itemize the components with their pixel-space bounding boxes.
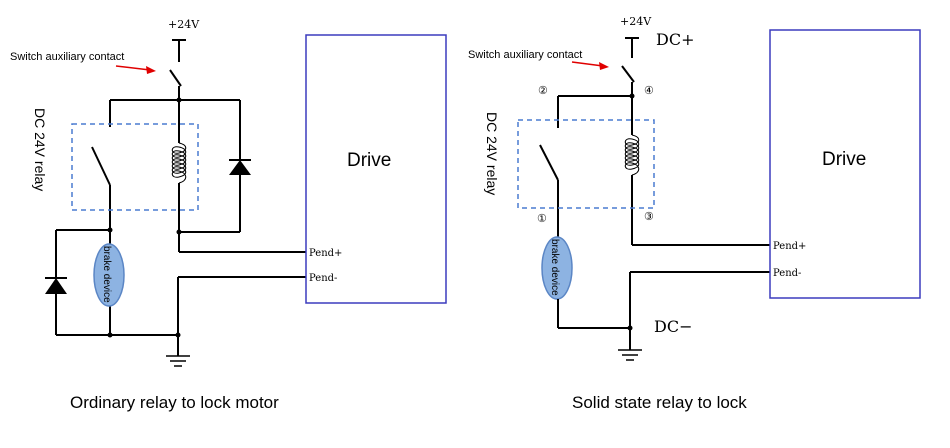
left-diagram: +24V Switch auxiliary contact DC 24V rel… [10,18,447,412]
right-pend-plus-label: Pend+ [773,241,806,252]
left-coil [171,142,187,184]
right-pin2: ② [538,84,548,97]
right-switch-blade [621,65,635,83]
right-drive-box [769,29,921,299]
left-supply-label: +24V [168,18,200,31]
left-switch-blade [169,69,182,87]
right-pin4: ④ [644,84,654,97]
left-relay-label: DC 24V relay [32,108,48,191]
left-pend-minus-label: Pend- [309,273,337,284]
left-relay-box [71,123,199,211]
left-arrow-head [146,66,156,74]
left-drive-label: Drive [347,150,391,171]
right-arrow-line [571,61,604,67]
right-switch-label: Switch auxiliary contact [468,49,582,61]
right-pin1: ① [537,212,547,225]
right-pin3: ③ [644,210,654,223]
right-coil [624,134,640,176]
right-dc-plus: DC+ [656,30,694,49]
right-relay-contact-blade [539,144,559,181]
left-node-coil [176,229,182,235]
right-relay-label: DC 24V relay [484,112,500,195]
right-diagram: +24V DC+ Switch auxiliary contact ② ④ ① … [468,15,921,412]
right-pend-minus-label: Pend- [773,268,801,279]
right-arrow-head [599,62,609,70]
left-brake-diode-body [45,278,67,294]
right-caption: Solid state relay to lock [572,393,747,412]
left-diode-body [229,160,251,175]
left-switch-label: Switch auxiliary contact [10,51,124,63]
right-supply-label: +24V [620,15,652,28]
right-drive-label: Drive [822,149,866,170]
left-relay-contact-blade [91,146,111,186]
left-node-bottom1 [107,332,113,338]
left-arrow-line [115,65,151,71]
left-brake-device [93,243,125,307]
left-drive-box [305,34,447,304]
right-dc-minus: DC− [654,317,692,336]
right-relay-box [517,119,655,209]
left-brake-label: brake device [101,246,112,303]
left-node-brake-top [107,227,113,233]
left-caption: Ordinary relay to lock motor [70,393,279,412]
left-pend-plus-label: Pend+ [309,248,342,259]
right-brake-label: brake device [549,239,560,296]
